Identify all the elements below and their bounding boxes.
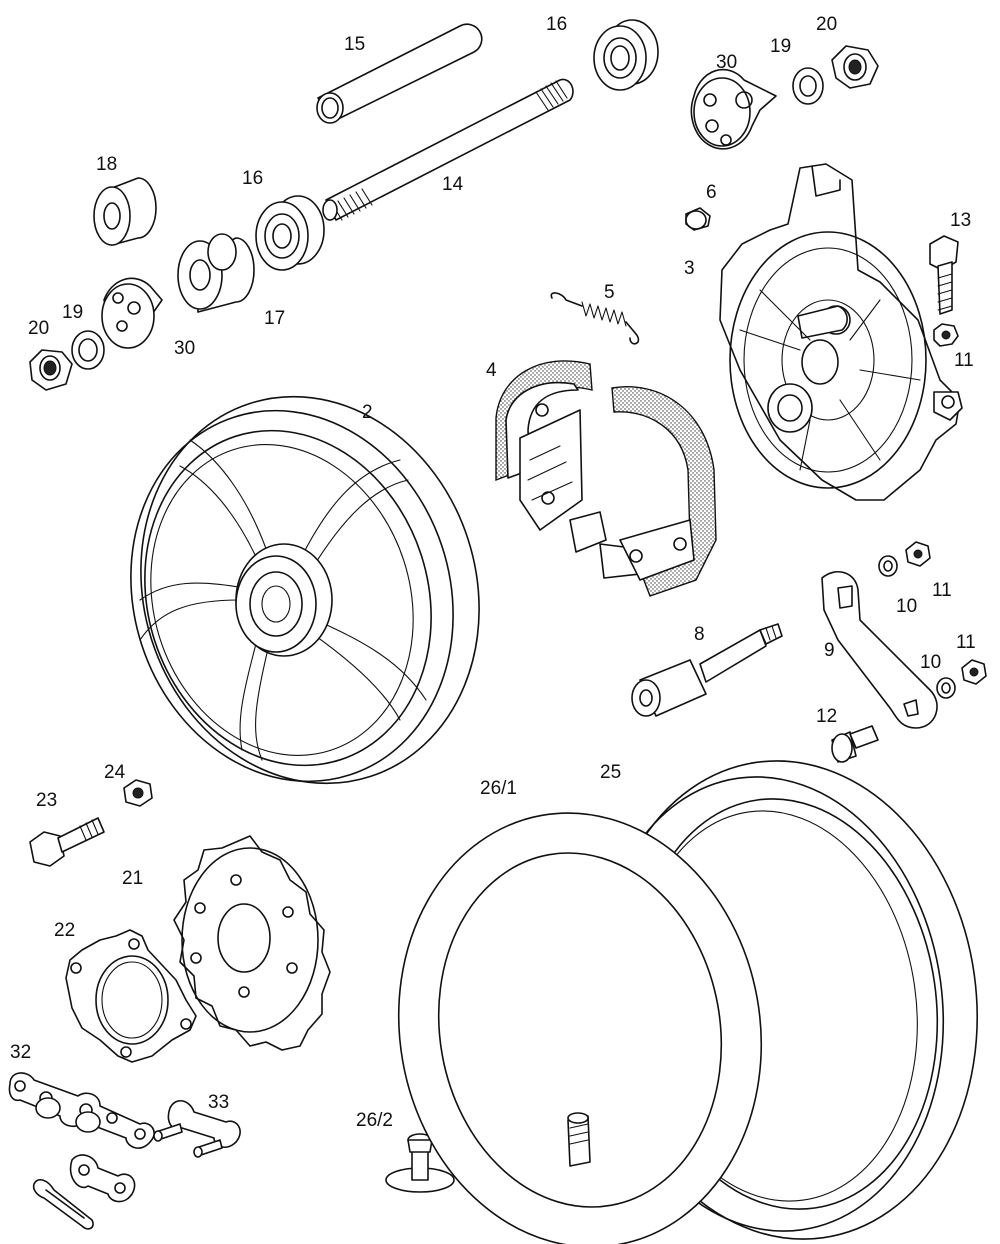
label-16-lower: 16	[242, 168, 263, 189]
part-32-chain-link-plate	[69, 1154, 136, 1203]
part-26-2-valve	[385, 1133, 455, 1193]
label-21: 21	[122, 868, 143, 889]
part-32-chain	[8, 1072, 155, 1149]
label-19-right: 19	[770, 36, 791, 57]
label-16-top: 16	[546, 14, 567, 35]
part-19-washer-left	[71, 330, 105, 370]
label-26-2: 26/2	[356, 1110, 393, 1131]
label-14: 14	[442, 174, 464, 195]
part-23-bolt	[29, 817, 105, 867]
label-6: 6	[706, 182, 717, 203]
label-20-left: 20	[28, 318, 49, 339]
part-22-plate	[65, 929, 197, 1063]
part-26-1-inner-tube	[397, 812, 763, 1244]
part-labels: 2 3 4 5 6 8 9 10 10 11 11 11 12 13 14 15…	[10, 14, 976, 1131]
part-19-washer-right	[792, 67, 824, 105]
label-30-right: 30	[716, 52, 737, 73]
part-20-nut-left	[29, 349, 73, 391]
label-2: 2	[362, 402, 373, 423]
part-13-bolt	[929, 235, 959, 315]
label-4: 4	[486, 360, 497, 381]
label-32: 32	[10, 1042, 31, 1063]
label-10-upper: 10	[896, 596, 917, 617]
label-26-1: 26/1	[480, 778, 517, 799]
label-11-middle: 11	[932, 580, 952, 601]
part-16-bearing-top	[593, 19, 659, 91]
label-24: 24	[104, 762, 126, 783]
part-30-cover-left	[101, 277, 163, 349]
part-20-nut-right	[831, 45, 879, 89]
label-9: 9	[824, 640, 835, 661]
label-33: 33	[208, 1092, 229, 1113]
part-24-nut	[123, 779, 153, 807]
label-15: 15	[344, 34, 365, 55]
label-20-right: 20	[816, 14, 837, 35]
label-10-lower: 10	[920, 652, 941, 673]
part-11-nut-upper	[905, 541, 931, 567]
label-8: 8	[694, 624, 705, 645]
part-6-plug	[685, 207, 711, 231]
part-32-chain-clip	[32, 1178, 94, 1230]
part-11-nut-lower	[961, 659, 987, 685]
part-4-brake-shoes	[495, 360, 717, 597]
label-23: 23	[36, 790, 57, 811]
part-12-pin	[831, 725, 879, 763]
part-30-cover-right	[690, 68, 777, 150]
part-18-spacer	[93, 177, 157, 246]
label-19-left: 19	[62, 302, 83, 323]
part-2-wheel-rim	[130, 395, 480, 785]
part-17-bushing	[177, 233, 255, 313]
label-30-left: 30	[174, 338, 195, 359]
label-18: 18	[96, 154, 117, 175]
label-11-top: 11	[954, 350, 974, 371]
part-9-brake-lever	[821, 570, 938, 729]
label-12: 12	[816, 706, 837, 727]
part-16-bearing-lower	[255, 195, 325, 271]
label-22: 22	[54, 920, 75, 941]
label-3: 3	[684, 258, 695, 279]
part-3-brake-plate	[719, 163, 963, 501]
part-11-nut-top	[933, 323, 959, 347]
label-5: 5	[604, 282, 615, 303]
label-13: 13	[950, 210, 971, 231]
part-33-master-link	[153, 1100, 241, 1158]
label-25: 25	[600, 762, 621, 783]
part-15-spacer-tube	[316, 23, 483, 124]
label-11-bottom: 11	[956, 632, 976, 653]
label-17: 17	[264, 308, 285, 329]
part-10-washer-upper	[878, 555, 898, 577]
part-5-spring	[550, 292, 640, 345]
part-14-axle	[322, 78, 574, 221]
part-8-cam-shaft	[631, 623, 783, 717]
part-10-washer-lower	[936, 677, 956, 699]
part-21-sprocket	[173, 835, 331, 1051]
